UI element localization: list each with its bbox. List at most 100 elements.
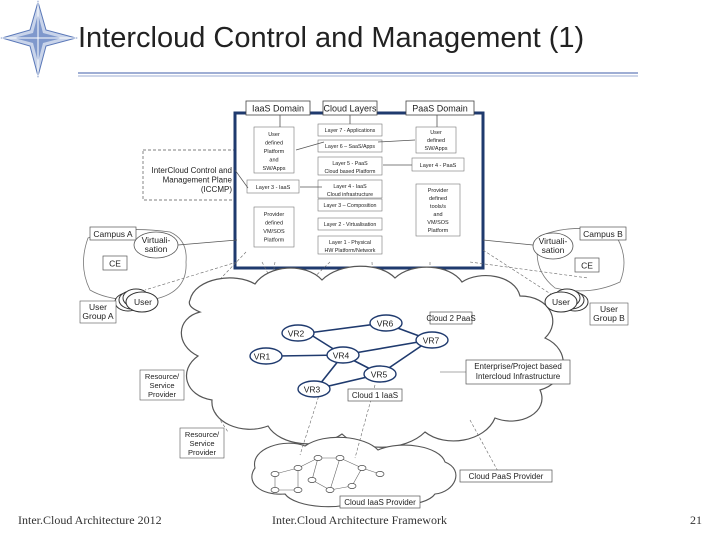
campus-a-users (114, 288, 159, 313)
resource-provider-2-box (179, 427, 225, 459)
cloud1-iaas-label: Cloud 1 IaaS (352, 391, 398, 400)
campus-a-label-box (89, 226, 137, 241)
cloud-layer-box (317, 198, 383, 212)
header-arrows (279, 115, 438, 127)
iaas-prov-line: VM/SOS (263, 229, 285, 235)
cloud-layer-label: Cloud based Platform (325, 169, 377, 175)
campus-b-label: Campus B (583, 229, 623, 239)
campus-a-label: Campus A (93, 229, 133, 239)
rp1-text-line: Resource/ (145, 372, 180, 381)
iaas-layer3-label: Layer 3 - IaaS (256, 185, 291, 191)
cloud-layer-box (317, 179, 383, 199)
cloud-layer-box (317, 217, 383, 231)
iaas-user-line: Platform (264, 149, 285, 155)
provider-nodes (270, 455, 385, 493)
provider-node (335, 455, 345, 461)
router-vr3[interactable]: VR3 (297, 380, 331, 398)
uga-text-line: User (89, 302, 107, 312)
paas-layer4-box (411, 157, 465, 172)
paas-user-line: SW/Apps (425, 146, 448, 152)
paas-prov-line: and (433, 212, 442, 218)
iaas-user-platform-box (253, 126, 295, 174)
paas-prov-line: tools/s (430, 204, 446, 210)
router-vr4[interactable]: VR4 (326, 346, 360, 364)
paas-prov-line: VM/SOS (427, 220, 449, 226)
campus-b-ce-box (574, 257, 600, 273)
cloud-layer-label: HW Platform/Network (325, 248, 376, 254)
provider-node (307, 477, 317, 483)
campus-a-ce-box (102, 255, 128, 271)
user-group-b-box (589, 302, 629, 326)
cloud-layer-label: Layer 4 - IaaS (333, 184, 367, 190)
svg-text:VR7: VR7 (423, 336, 440, 346)
iaas-prov-line: Provider (264, 212, 285, 218)
uga-text-line: Group A (82, 311, 114, 321)
cloud-iaas-provider-box (339, 495, 421, 509)
provider-node (293, 487, 303, 493)
iaas-prov-line: defined (265, 221, 283, 227)
router-vr2[interactable]: VR2 (281, 324, 315, 342)
campus-a-region (83, 229, 187, 301)
cloud-layer-label: Layer 1 - Physical (329, 240, 371, 246)
cloud-layers-label: Cloud Layers (323, 104, 377, 114)
provider-node (375, 471, 385, 477)
cloud-layer-box (317, 235, 383, 255)
resource-provider-1-box (139, 369, 185, 401)
cloud2-paas-label: Cloud 2 PaaS (426, 314, 475, 323)
cloud2-paas-box (429, 311, 473, 325)
router-vr7[interactable]: VR7 (415, 331, 449, 349)
page-number: 21 (690, 513, 702, 527)
iaas-user-line: and (269, 158, 278, 164)
cloud-layer-label: Layer 5 - PaaS (332, 161, 368, 167)
cloud-layer-box (317, 139, 383, 153)
paas-domain-label: PaaS Domain (412, 104, 468, 114)
cloud-layer-label: Cloud infrastructure (327, 192, 373, 198)
paas-prov-line: Provider (428, 188, 449, 194)
cloud-paas-provider-box (459, 469, 553, 483)
campus-b-user-label: User (552, 297, 570, 307)
paas-prov-line: defined (429, 196, 447, 202)
svg-text:VR3: VR3 (304, 385, 321, 395)
cloud1-iaas-box (347, 388, 403, 402)
rp2-text-line: Service (189, 439, 214, 448)
paas-layer4-label: Layer 4 - PaaS (420, 163, 457, 169)
footer-left: Inter.Cloud Architecture 2012 (18, 513, 162, 527)
provider-node (293, 465, 303, 471)
paas-user-platform-box (415, 126, 457, 154)
rp1-text-line: Service (149, 381, 174, 390)
cloud-layer-box (317, 156, 383, 176)
router-vr1[interactable]: VR1 (249, 347, 283, 365)
main-network-cloud (180, 265, 564, 448)
campus-b-label-box (579, 226, 627, 241)
provider-node (325, 487, 335, 493)
paas-prov-line: Platform (428, 228, 449, 234)
iaas-user-line: defined (265, 141, 283, 147)
iccmp-text-line: Management Plane (163, 176, 233, 185)
slide-title: Intercloud Control and Management (1) (78, 22, 585, 54)
iccmp-text-line: (ICCMP) (201, 185, 232, 194)
campus-b-users (544, 288, 589, 313)
svg-text:VR2: VR2 (288, 329, 305, 339)
va-text-line: Virtuali- (142, 235, 171, 245)
iaas-domain-label: IaaS Domain (252, 104, 304, 114)
star-logo-icon (0, 0, 78, 78)
campus-b-virtualisation-text: Virtuali-sation (539, 236, 568, 255)
rp1-text-line: Provider (148, 390, 176, 399)
svg-text:VR6: VR6 (377, 319, 394, 329)
router-vr6[interactable]: VR6 (369, 314, 403, 332)
rp2-text-line: Resource/ (185, 430, 220, 439)
enterprise-box (465, 359, 571, 385)
router-vr5[interactable]: VR5 (363, 365, 397, 383)
cloud-iaas-provider-label: Cloud IaaS Provider (344, 498, 416, 507)
paas-user-line: User (430, 130, 442, 136)
